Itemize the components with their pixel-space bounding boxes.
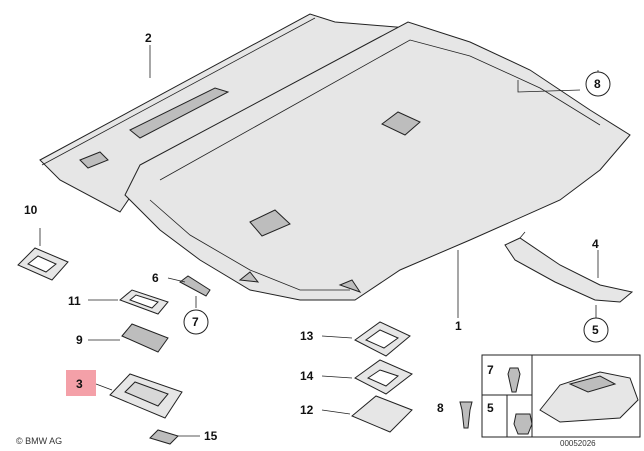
- callout-15: 15: [204, 429, 218, 443]
- callout-14: 14: [300, 369, 314, 383]
- cover-part-9[interactable]: [121, 323, 169, 353]
- frame-part-11[interactable]: [119, 289, 169, 315]
- callout-8: 8: [594, 77, 601, 91]
- trim-part-13[interactable]: [354, 321, 411, 357]
- trim-strip-part-4[interactable]: [504, 231, 634, 303]
- callout-9: 9: [76, 333, 83, 347]
- light-housing-part-3[interactable]: [109, 373, 183, 419]
- callout-10: 10: [24, 203, 38, 217]
- callout-5: 5: [592, 323, 599, 337]
- trim-part-14[interactable]: [354, 359, 413, 395]
- callout-7-table: 7: [487, 363, 494, 377]
- callout-11: 11: [68, 294, 81, 308]
- callout-8-table: 8: [437, 401, 444, 415]
- callout-12: 12: [300, 403, 314, 417]
- callout-7: 7: [192, 315, 199, 329]
- headliner-part-1[interactable]: [79, 21, 631, 301]
- trim-part-12[interactable]: [351, 395, 413, 433]
- diagram-number: 00052026: [560, 439, 596, 448]
- callout-4: 4: [592, 237, 599, 251]
- bmw-logo-text: © BMW AG: [16, 436, 62, 446]
- callout-2: 2: [145, 31, 152, 45]
- leader-lines: [39, 45, 599, 437]
- callout-8-circle: [585, 71, 611, 97]
- frame-part-10[interactable]: [17, 247, 69, 281]
- callout-1: 1: [455, 319, 462, 333]
- callout-7-circle: [183, 309, 209, 335]
- callout-6: 6: [152, 271, 159, 285]
- car-icon: [539, 371, 639, 423]
- callout-3-highlight: [66, 370, 96, 396]
- clip-part-15[interactable]: [149, 429, 179, 445]
- headliner-part-2[interactable]: [39, 13, 410, 213]
- callout-13: 13: [300, 329, 314, 343]
- callout-5-table: 5: [487, 401, 494, 415]
- callout-3: 3: [76, 377, 83, 391]
- clip-part-6[interactable]: [179, 275, 211, 297]
- callout-5-circle: [583, 317, 609, 343]
